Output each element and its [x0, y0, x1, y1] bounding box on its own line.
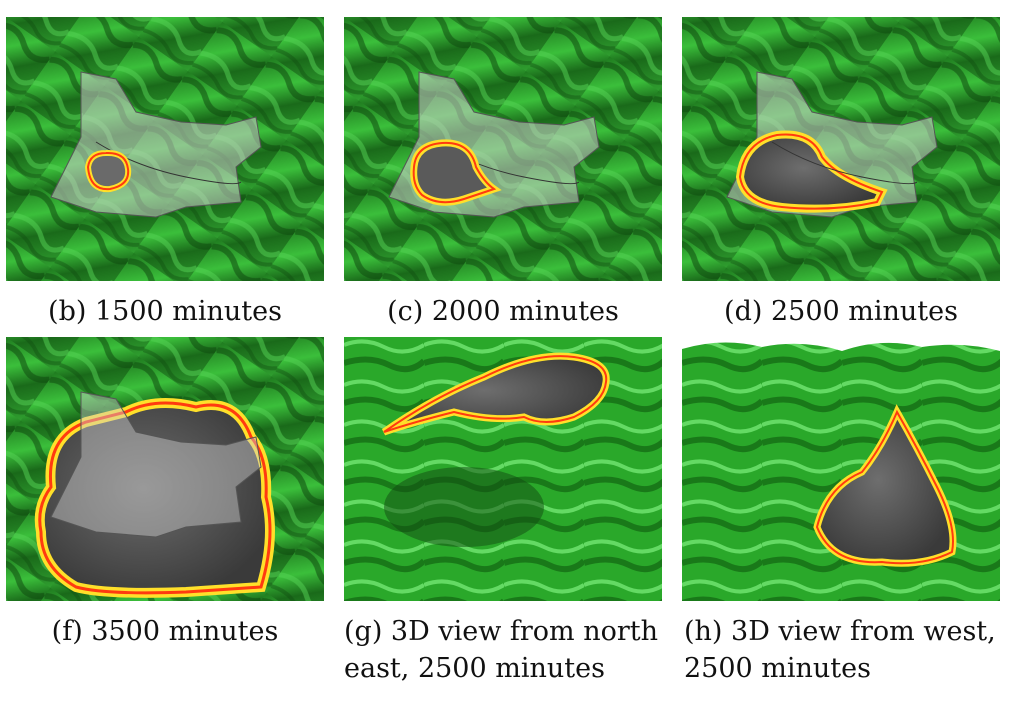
contour-line [771, 141, 918, 185]
fire-area-overlay [50, 391, 262, 538]
terrain-3d [682, 342, 1000, 601]
panel-d-image [682, 17, 1000, 281]
caption-g-line1: (g) 3D view from north [344, 616, 659, 647]
caption-b: (b) 1500 minutes [48, 296, 282, 327]
caption-c: (c) 2000 minutes [387, 296, 619, 327]
caption-g-line2: east, 2500 minutes [344, 653, 605, 684]
panel-c-image [344, 17, 662, 281]
panel-f-image [6, 337, 324, 601]
panel-h-image [682, 337, 1000, 601]
caption-f: (f) 3500 minutes [51, 616, 279, 647]
panel-g-image [344, 337, 662, 601]
caption-d: (d) 2500 minutes [724, 296, 958, 327]
caption-h-line1: (h) 3D view from west, [684, 616, 996, 647]
panel-b-image [6, 17, 324, 281]
caption-h-line2: 2500 minutes [684, 653, 871, 684]
